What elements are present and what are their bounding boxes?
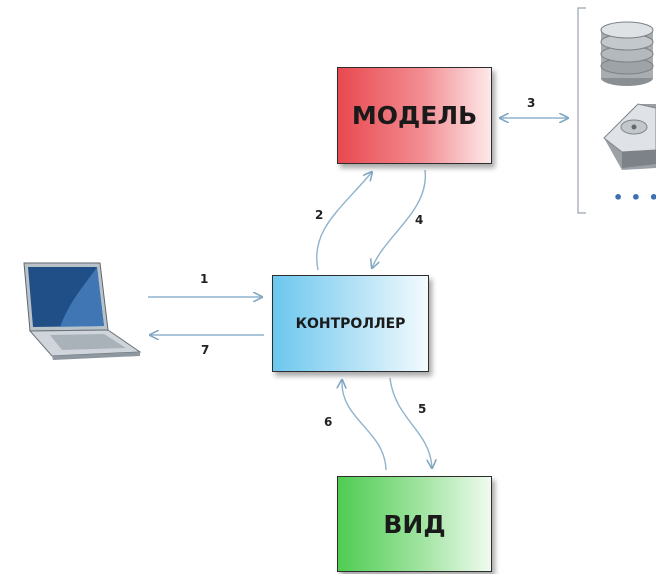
model-label: МОДЕЛЬ: [351, 101, 478, 130]
step-label-2: 2: [315, 208, 323, 222]
arrow-2: [316, 172, 372, 271]
database-icon: [600, 21, 654, 86]
controller-box: КОНТРОЛЛЕР: [272, 275, 429, 372]
controller-label: КОНТРОЛЛЕР: [295, 315, 406, 332]
more-storage-ellipsis: • • •: [613, 188, 656, 207]
model-box: МОДЕЛЬ: [337, 67, 492, 164]
step-label-5: 5: [418, 402, 426, 416]
hard-drive-icon: [603, 103, 656, 170]
arrow-4: [372, 169, 426, 268]
step-label-1: 1: [200, 272, 208, 286]
arrow-6: [342, 380, 387, 471]
step-label-3: 3: [527, 96, 535, 110]
step-label-7: 7: [201, 343, 209, 357]
laptop-icon: [23, 262, 142, 360]
step-label-4: 4: [415, 213, 423, 227]
step-label-6: 6: [324, 415, 332, 429]
view-label: ВИД: [383, 509, 446, 539]
storage-bracket: [577, 7, 586, 214]
arrow-5: [389, 377, 432, 468]
view-box: ВИД: [337, 476, 492, 572]
